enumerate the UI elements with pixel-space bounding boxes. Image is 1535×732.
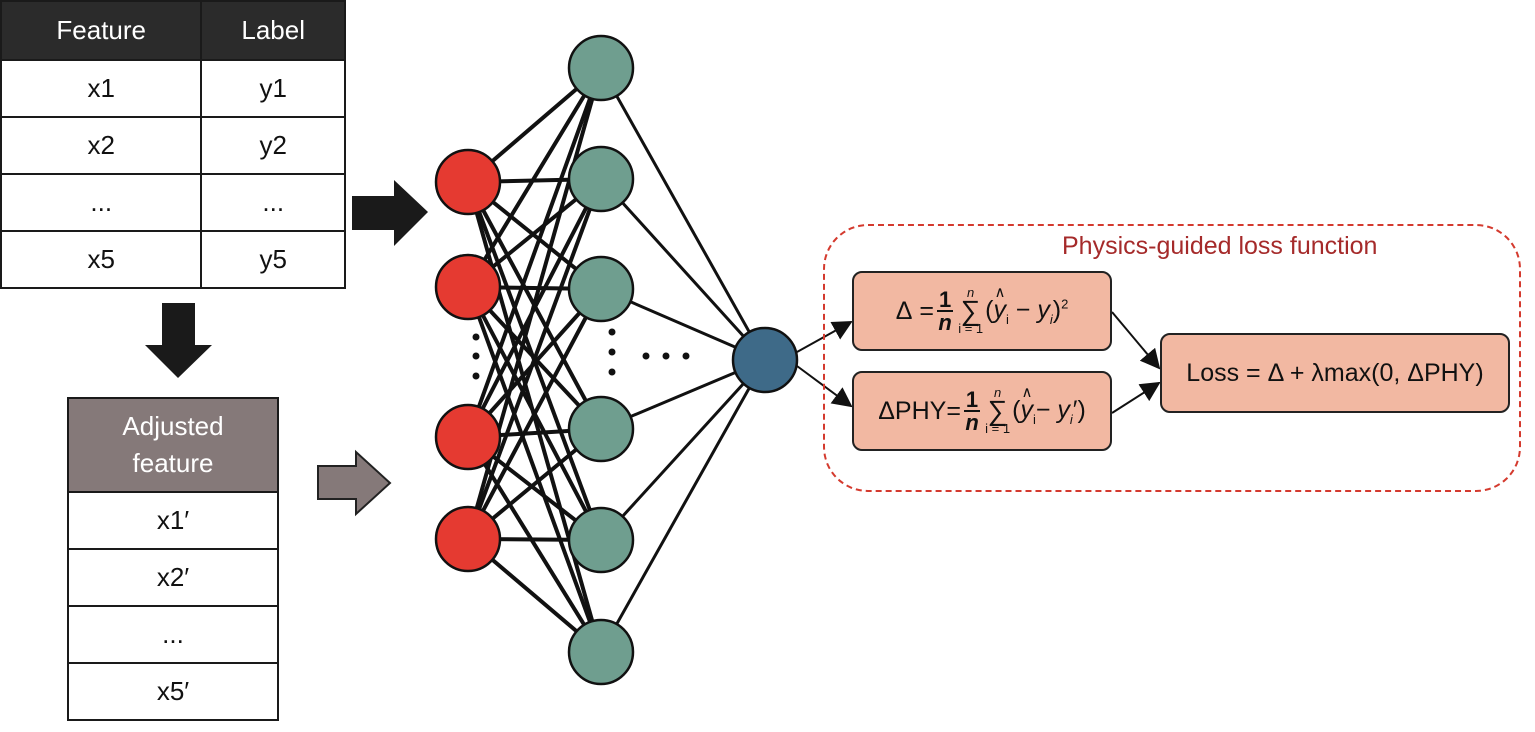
total-loss-box: Loss = Δ + λmax(0, ΔPHY) <box>1160 333 1510 413</box>
input-node <box>434 403 502 471</box>
feature-cell: x1 <box>0 59 203 118</box>
input-hidden-connection <box>466 178 603 540</box>
adjusted-to-network-arrow <box>317 449 392 517</box>
down-arrow <box>145 303 212 378</box>
feature-table-header-row: Feature Label <box>0 0 346 61</box>
hidden-ellipsis <box>608 328 690 376</box>
input-node <box>434 505 502 573</box>
hidden-node <box>567 395 635 463</box>
label-cell: y5 <box>200 230 346 289</box>
adjusted-feature-cell: x2′ <box>67 548 279 607</box>
table-row: ... ... <box>0 173 346 232</box>
table-row: x5 y5 <box>0 230 346 289</box>
table-row: x2′ <box>67 548 279 607</box>
feature-cell: x5 <box>0 230 203 289</box>
equals-sign: = <box>946 396 961 425</box>
total-loss-formula: Loss = Δ + λmax(0, ΔPHY) <box>1186 358 1484 387</box>
adjusted-feature-header: Adjusted feature <box>67 397 279 493</box>
dphy-formula-box: ΔPHY = 1 n n ∑ i = 1 (yi− yi′) <box>852 371 1112 451</box>
adjusted-table-header-row: Adjusted feature <box>67 397 279 493</box>
table-to-network-arrow <box>352 180 428 246</box>
input-hidden-connection <box>466 286 603 653</box>
delta-symbol: Δ <box>895 296 913 325</box>
summation-symbol: n ∑ i = 1 <box>958 285 984 336</box>
sum-upper-limit: n <box>994 385 1002 400</box>
fraction-numerator: 1 <box>936 287 954 312</box>
table-row: x2 y2 <box>0 116 346 175</box>
input-hidden-connection <box>466 435 603 654</box>
input-hidden-connection <box>466 67 603 438</box>
table-row: ... <box>67 605 279 664</box>
hidden-output-connection <box>599 359 767 653</box>
label-cell: y2 <box>200 116 346 175</box>
table-row: x1′ <box>67 491 279 550</box>
hidden-output-connection <box>599 177 767 362</box>
input-hidden-connection <box>466 66 603 289</box>
adjusted-header-line1: Adjusted <box>122 411 224 441</box>
adjusted-feature-cell: x1′ <box>67 491 279 550</box>
output-node <box>731 326 799 394</box>
hidden-layer <box>567 34 635 686</box>
sum-lower-limit: i = 1 <box>985 421 1011 436</box>
hidden-node <box>567 618 635 686</box>
input-node <box>434 148 502 216</box>
table-row: x1 y1 <box>0 59 346 118</box>
feature-cell: ... <box>0 173 203 232</box>
feature-column-header: Feature <box>0 0 203 61</box>
hidden-output-connection <box>599 67 767 361</box>
hidden-node <box>567 255 635 323</box>
delta-to-loss-arrow <box>1111 311 1161 370</box>
hidden-node <box>567 34 635 102</box>
adjusted-feature-table: Adjusted feature x1′ x2′ ... x5′ <box>67 397 279 721</box>
loss-region-title: Physics-guided loss function <box>1062 232 1378 260</box>
table-row: x5′ <box>67 662 279 721</box>
sum-upper-limit: n <box>967 285 975 300</box>
one-over-n-fraction: 1 n <box>963 387 981 435</box>
label-column-header: Label <box>200 0 346 61</box>
sum-lower-limit: i = 1 <box>958 321 984 336</box>
input-layer <box>434 148 502 573</box>
adjusted-feature-cell: ... <box>67 605 279 664</box>
adjusted-feature-cell: x5′ <box>67 662 279 721</box>
hidden-output-connection <box>599 358 767 542</box>
dphy-symbol: ΔPHY <box>878 396 947 425</box>
summation-symbol: n ∑ i = 1 <box>985 385 1011 436</box>
hidden-node <box>567 506 635 574</box>
dphy-to-loss-arrow <box>1111 381 1161 414</box>
delta-sum-term: (yi − yi)2 <box>985 296 1068 327</box>
dphy-sum-term: (yi− yi′) <box>1012 396 1086 427</box>
label-cell: ... <box>200 173 346 232</box>
adjusted-header-line2: feature <box>132 448 214 478</box>
input-ellipsis <box>472 333 480 380</box>
label-cell: y1 <box>200 59 346 118</box>
delta-formula-box: Δ = 1 n n ∑ i = 1 (yi − yi)2 <box>852 271 1112 351</box>
equals-sign: = <box>912 296 934 325</box>
input-hidden-connection <box>466 288 603 540</box>
input-node <box>434 253 502 321</box>
hidden-node <box>567 145 635 213</box>
physics-guided-loss-region <box>823 224 1521 492</box>
one-over-n-fraction: 1 n <box>936 287 954 335</box>
fraction-numerator: 1 <box>963 387 981 412</box>
feature-label-table: Feature Label x1 y1 x2 y2 ... ... x5 y5 <box>0 0 346 289</box>
fraction-denominator: n <box>938 310 952 335</box>
feature-cell: x2 <box>0 116 203 175</box>
fraction-denominator: n <box>965 410 979 435</box>
